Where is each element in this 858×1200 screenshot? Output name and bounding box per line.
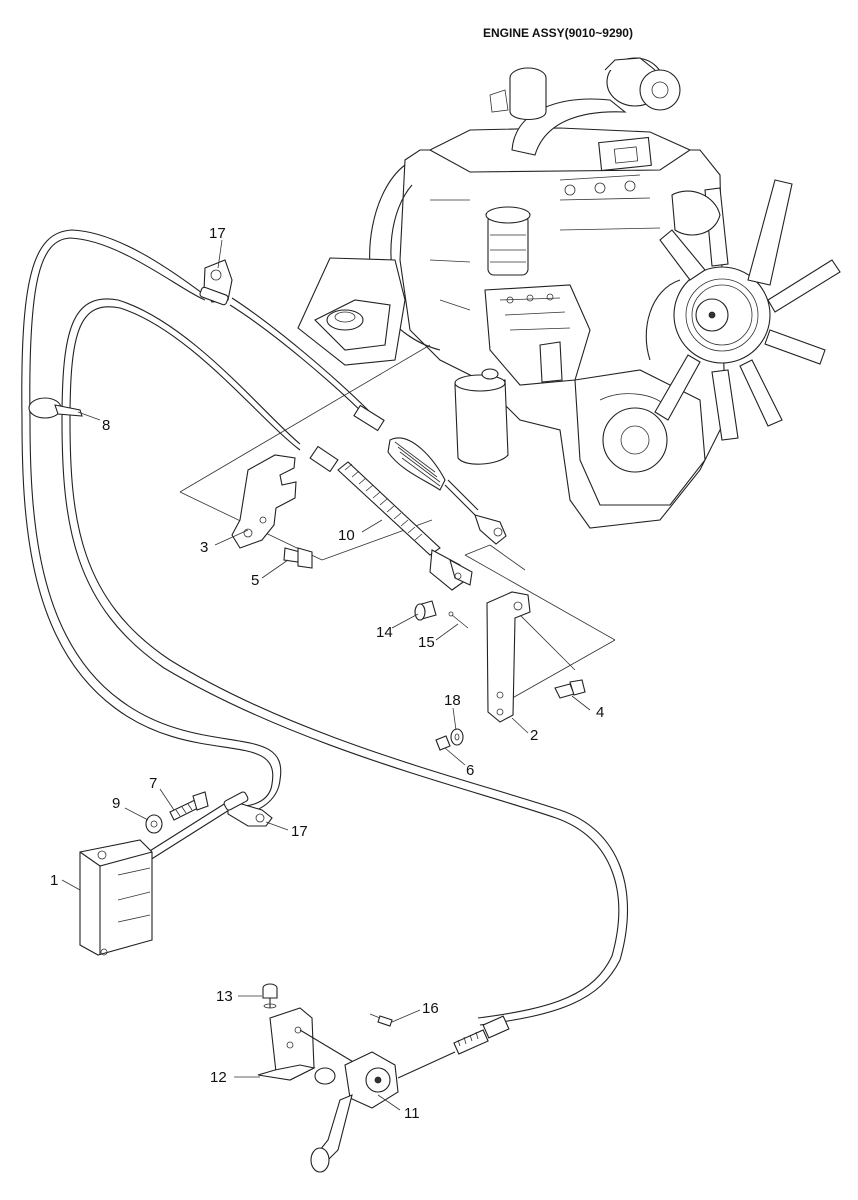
callout-17-lower: 17 [291, 823, 308, 840]
bracket-3 [231, 454, 297, 549]
callout-5: 5 [251, 572, 259, 589]
callout-13: 13 [216, 988, 233, 1005]
bolt-13 [262, 983, 278, 1009]
cable-tie [28, 397, 83, 419]
washer-18 [450, 728, 464, 746]
callout-1: 1 [50, 872, 58, 889]
control-cables [21, 229, 629, 1026]
callout-2: 2 [530, 727, 538, 744]
cable-end-governor [309, 404, 507, 591]
callout-3: 3 [200, 539, 208, 556]
pin-14 [414, 600, 437, 621]
throttle-lever-11 [299, 1015, 510, 1173]
callout-16: 16 [422, 1000, 439, 1017]
cable-clamp-upper [199, 259, 233, 306]
control-box-1 [79, 839, 153, 956]
bolt-7 [169, 791, 209, 821]
callout-11: 11 [404, 1105, 420, 1122]
callout-14: 14 [376, 624, 393, 641]
diagram-title: ENGINE ASSY(9010~9290) [483, 26, 633, 40]
callout-8: 8 [102, 417, 110, 434]
callout-17-upper: 17 [209, 225, 226, 242]
callout-4: 4 [596, 704, 604, 721]
callout-10: 10 [338, 527, 355, 544]
callout-18: 18 [444, 692, 461, 709]
nut-6 [435, 735, 451, 751]
cable-clamp-lower [223, 791, 273, 827]
bolt-5 [283, 547, 313, 569]
leader-lines [61, 239, 591, 1111]
washer-9 [145, 814, 163, 834]
bracket-12 [257, 1007, 316, 1081]
callout-labels: 17 8 3 5 10 14 15 4 2 18 6 7 9 17 1 13 1… [50, 225, 604, 1122]
cotter-pin-15 [448, 611, 469, 629]
callout-12: 12 [210, 1069, 227, 1086]
callout-9: 9 [112, 795, 120, 812]
engine-assembly [297, 57, 841, 529]
bracket-2 [486, 591, 531, 723]
callout-6: 6 [466, 762, 474, 779]
screw-16 [369, 1013, 393, 1027]
bolt-4 [554, 679, 586, 699]
callout-7: 7 [149, 775, 157, 792]
callout-15: 15 [418, 634, 435, 651]
